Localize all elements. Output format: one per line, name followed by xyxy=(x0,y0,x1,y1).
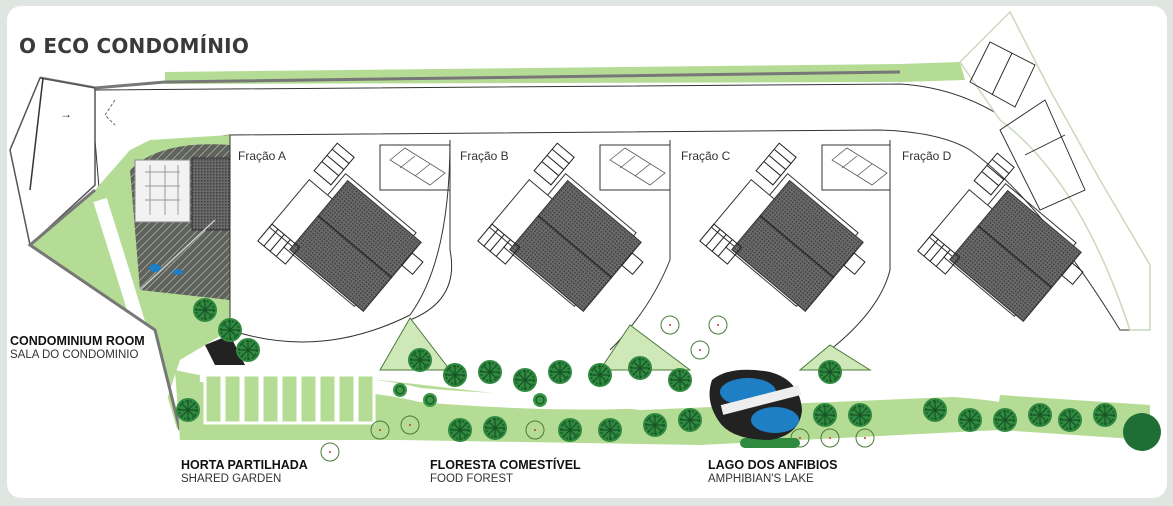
house-b xyxy=(475,142,667,332)
zone-title: HORTA PARTILHADA xyxy=(181,458,308,472)
svg-text:→: → xyxy=(60,107,72,121)
zone-shared-garden: HORTA PARTILHADA SHARED GARDEN xyxy=(181,458,308,487)
unit-label-b: Fração B xyxy=(460,149,509,163)
house-c xyxy=(697,142,889,332)
zone-amphibian-lake: LAGO DOS ANFIBIOS AMPHIBIAN'S LAKE xyxy=(708,458,837,487)
page-title: O ECO CONDOMÍNIO xyxy=(19,34,250,58)
zone-subtitle: FOOD FOREST xyxy=(430,473,514,485)
unit-label-d: Fração D xyxy=(902,149,952,163)
zone-title: FLORESTA COMESTÍVEL xyxy=(430,458,581,472)
site-plan: → xyxy=(9,10,1161,462)
zone-subtitle: SALA DO CONDOMINIO xyxy=(10,349,139,361)
map-card: → xyxy=(7,6,1167,498)
zone-subtitle: AMPHIBIAN'S LAKE xyxy=(708,473,814,485)
zone-title: LAGO DOS ANFIBIOS xyxy=(708,458,838,472)
amphibian-lake xyxy=(709,369,802,440)
zone-subtitle: SHARED GARDEN xyxy=(181,473,282,485)
unit-label-c: Fração C xyxy=(681,149,731,163)
zone-condominium-room: CONDOMINIUM ROOM SALA DO CONDOMINIO xyxy=(10,334,145,363)
unit-label-a: Fração A xyxy=(238,149,287,163)
zone-title: CONDOMINIUM ROOM xyxy=(10,334,145,348)
zone-food-forest: FLORESTA COMESTÍVEL FOOD FOREST xyxy=(430,458,581,487)
